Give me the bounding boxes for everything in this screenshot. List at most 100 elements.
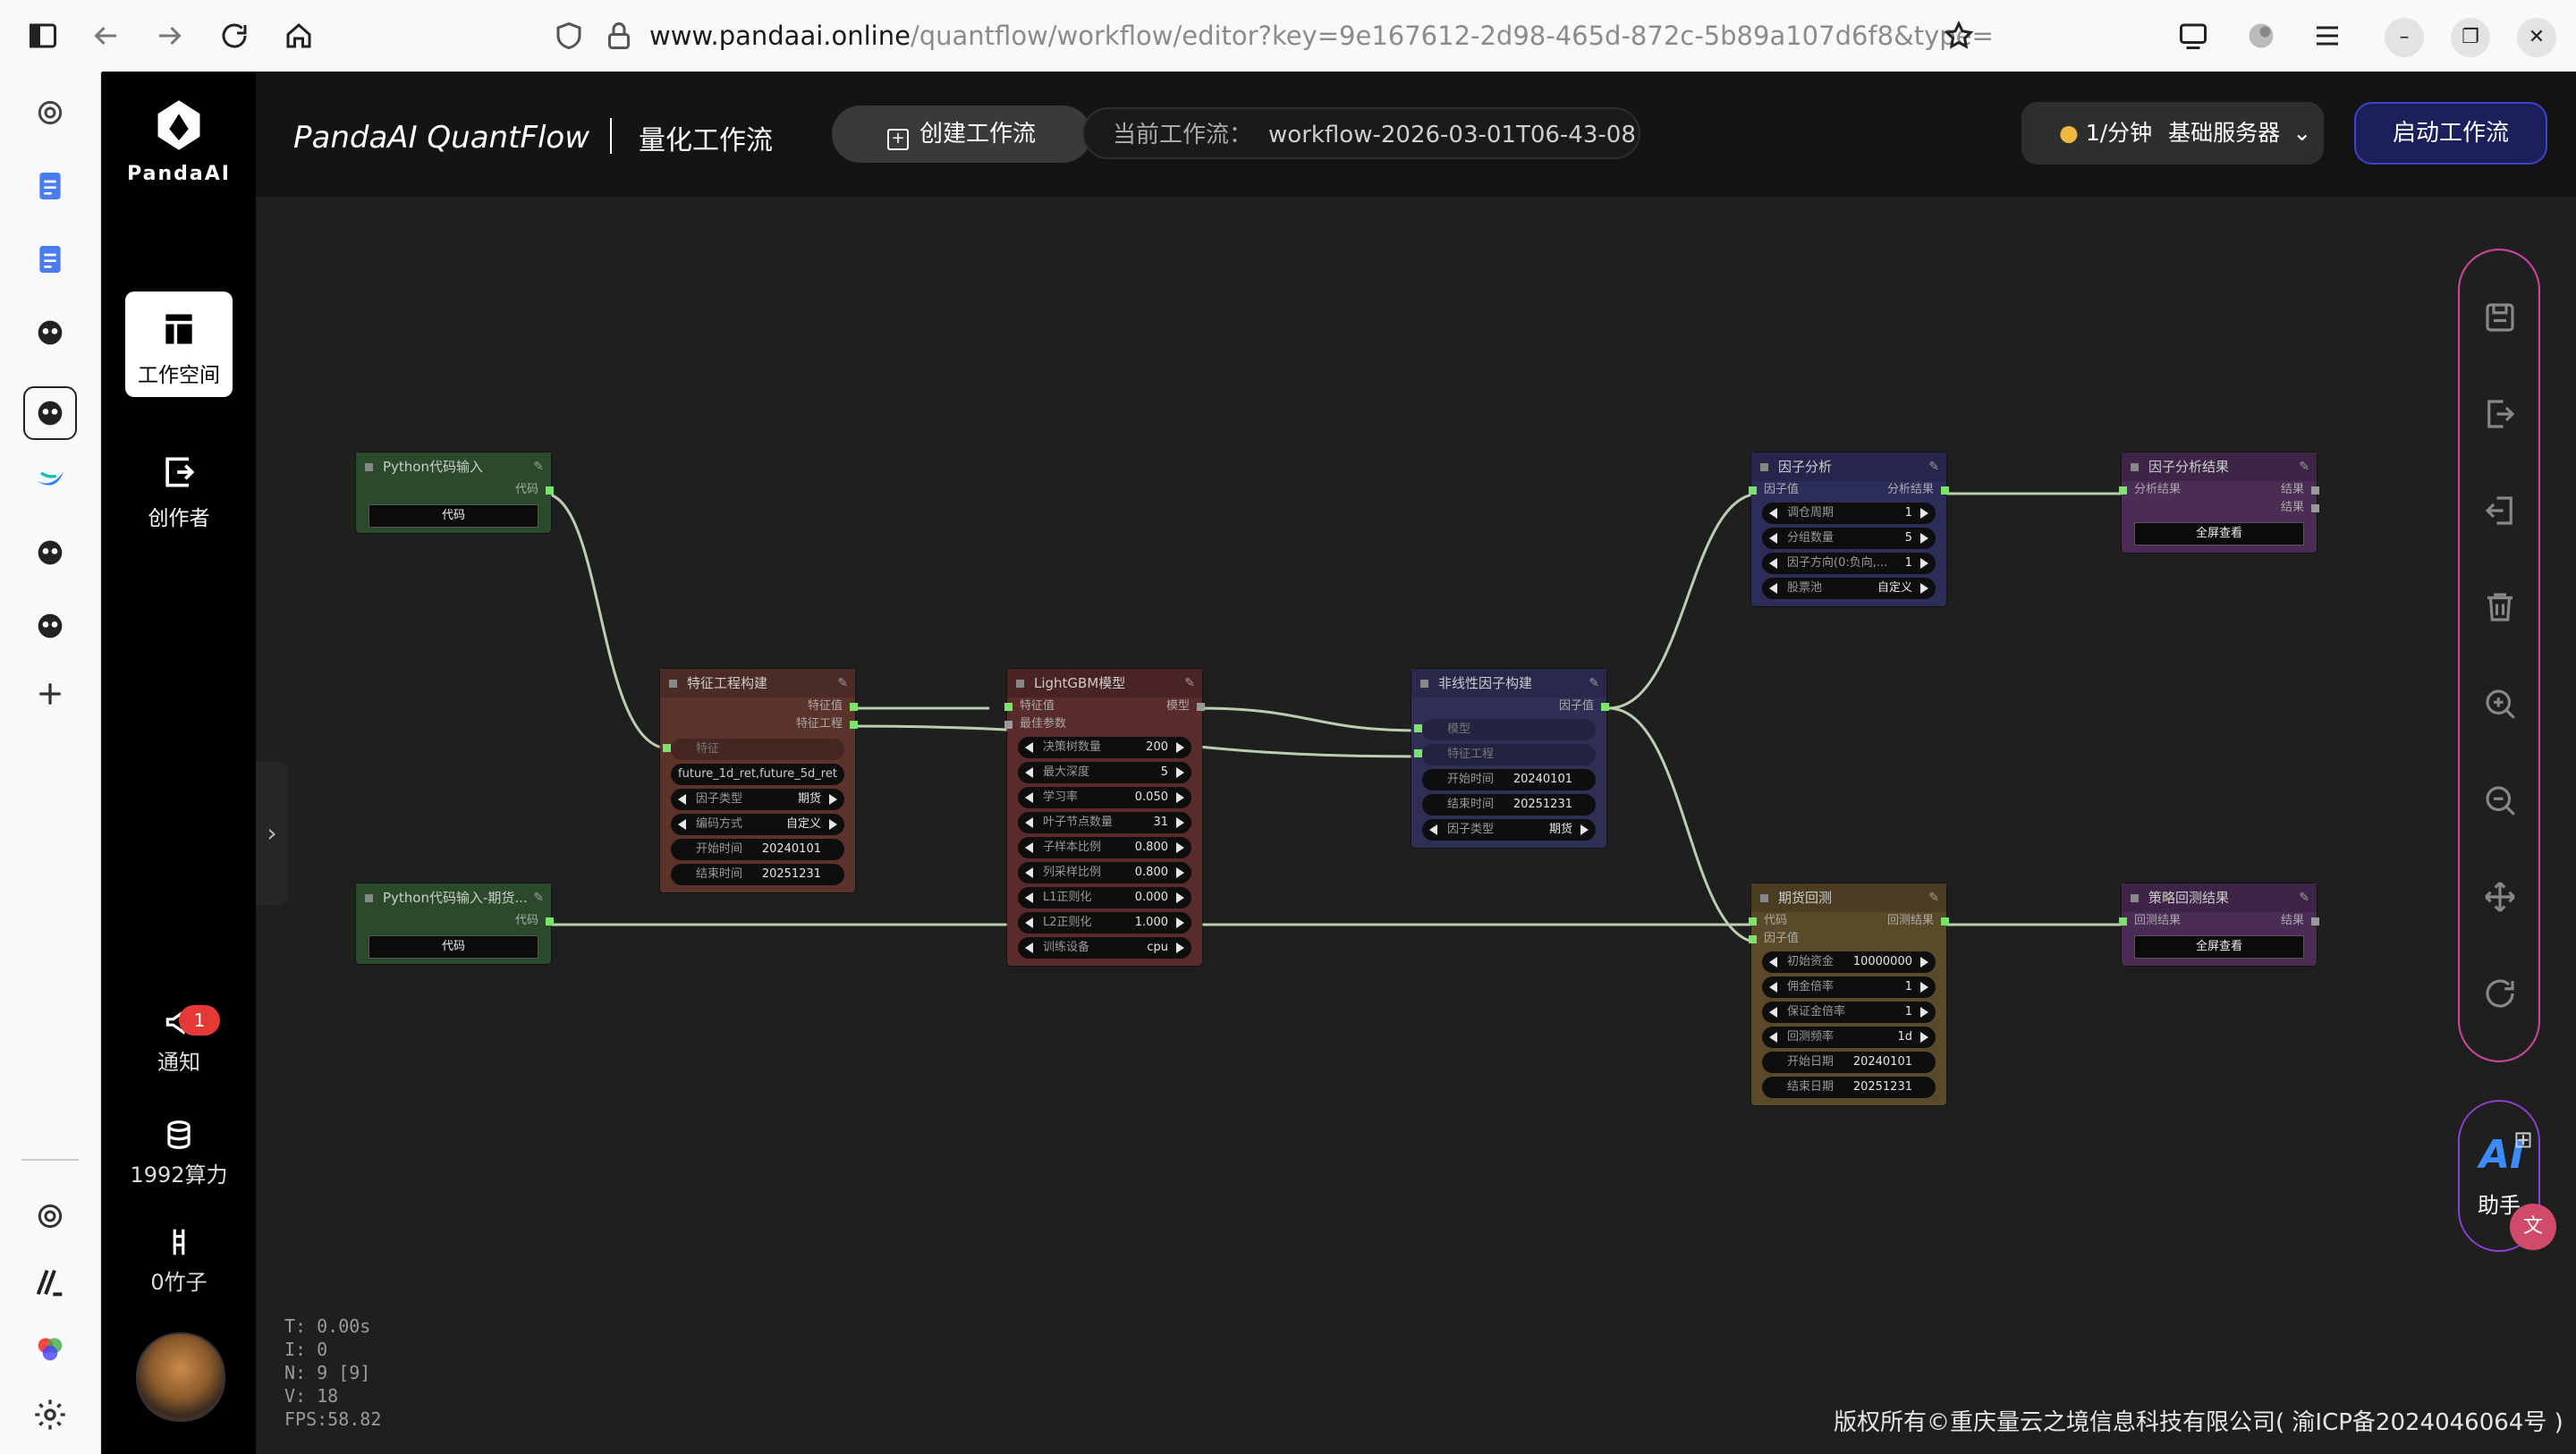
decrement-arrow-icon[interactable] — [1769, 957, 1777, 968]
output-dot[interactable] — [1197, 703, 1205, 711]
input-dot[interactable] — [1004, 721, 1013, 729]
openai-icon[interactable] — [32, 95, 68, 131]
nav-workspace[interactable]: 工作空间 — [125, 292, 233, 397]
node-python-input-futures[interactable]: Python代码输入-期货...✎ 代码 代码 — [356, 883, 554, 964]
param-widget[interactable]: 因子类型期货 — [1422, 819, 1596, 841]
model-input-widget[interactable]: 模型 — [1414, 719, 1596, 740]
fullscreen-view-button[interactable]: 全屏查看 — [2134, 522, 2304, 545]
code-button[interactable]: 代码 — [369, 504, 538, 528]
param-widget[interactable]: 因子类型期货 — [671, 789, 844, 810]
edit-icon[interactable]: ✎ — [1184, 676, 1195, 690]
decrement-arrow-icon[interactable] — [1769, 558, 1777, 569]
nav-notify[interactable]: 通知 — [102, 1005, 256, 1076]
increment-arrow-icon[interactable] — [1920, 533, 1928, 544]
param-widget[interactable]: 股票池自定义 — [1762, 578, 1936, 599]
input-dot[interactable] — [1749, 917, 1757, 926]
forward-icon[interactable] — [154, 20, 186, 52]
increment-arrow-icon[interactable] — [1176, 817, 1184, 828]
close-window-button[interactable]: ✕ — [2517, 18, 2556, 57]
decrement-arrow-icon[interactable] — [1025, 817, 1033, 828]
docs-icon[interactable] — [32, 241, 68, 277]
input-dot[interactable] — [1749, 935, 1757, 943]
decrement-arrow-icon[interactable] — [1025, 892, 1033, 903]
decrement-arrow-icon[interactable] — [1025, 742, 1033, 753]
decrement-arrow-icon[interactable] — [1025, 867, 1033, 878]
translate-icon[interactable]: 文 — [2510, 1204, 2556, 1250]
decrement-arrow-icon[interactable] — [678, 819, 686, 830]
create-workflow-button[interactable]: +创建工作流 — [832, 106, 1091, 163]
node-feature-engineering[interactable]: 特征工程构建✎ 特征值 特征工程 特征 future_1d_ret,future… — [660, 669, 858, 892]
grid-plus-icon[interactable]: ⊞ — [2513, 1127, 2533, 1154]
reader-view-icon[interactable] — [2177, 20, 2209, 52]
server-select[interactable]: ●1/分钟基础服务器⌄ — [2021, 102, 2324, 165]
output-dot[interactable] — [1941, 486, 1949, 495]
ai-assistant-button[interactable]: AI ⊞ 助手 — [2458, 1100, 2540, 1252]
panda-icon[interactable] — [32, 608, 68, 644]
home-icon[interactable] — [283, 20, 315, 52]
extension-icon[interactable] — [2245, 20, 2277, 52]
export-icon[interactable] — [2481, 395, 2519, 433]
url-bar[interactable]: www.pandaai.online/quantflow/workflow/ed… — [649, 14, 1994, 57]
increment-arrow-icon[interactable] — [829, 794, 837, 805]
increment-arrow-icon[interactable] — [1920, 508, 1928, 519]
output-dot[interactable] — [2311, 486, 2319, 495]
param-widget[interactable]: 编码方式自定义 — [671, 814, 844, 835]
param-widget[interactable]: 因子方向(0:负向,...1 — [1762, 553, 1936, 574]
increment-arrow-icon[interactable] — [1920, 982, 1928, 993]
input-dot[interactable] — [663, 744, 671, 752]
increment-arrow-icon[interactable] — [1176, 867, 1184, 878]
decrement-arrow-icon[interactable] — [1769, 982, 1777, 993]
nav-creator[interactable]: 创作者 — [125, 435, 233, 540]
edit-icon[interactable]: ✎ — [2299, 891, 2309, 905]
edit-icon[interactable]: ✎ — [2299, 460, 2309, 474]
feature-input-widget[interactable]: 特征 — [663, 739, 844, 760]
decrement-arrow-icon[interactable] — [1025, 943, 1033, 953]
panda-icon[interactable] — [23, 386, 77, 440]
decrement-arrow-icon[interactable] — [1025, 917, 1033, 928]
workflow-canvas[interactable]: Python代码输入✎ 代码 代码 Python代码输入-期货...✎ 代码 代… — [256, 197, 2576, 1454]
increment-arrow-icon[interactable] — [1176, 742, 1184, 753]
start-workflow-button[interactable]: 启动工作流 — [2354, 102, 2547, 165]
zoom-out-icon[interactable] — [2481, 782, 2519, 819]
panda-icon[interactable] — [32, 535, 68, 571]
input-dot[interactable] — [1414, 724, 1422, 732]
increment-arrow-icon[interactable] — [1920, 957, 1928, 968]
logo-icon[interactable] — [32, 1264, 68, 1300]
increment-arrow-icon[interactable] — [1176, 842, 1184, 853]
output-dot[interactable] — [1941, 917, 1949, 926]
increment-arrow-icon[interactable] — [1176, 943, 1184, 953]
input-dot[interactable] — [1749, 486, 1757, 495]
edit-icon[interactable]: ✎ — [837, 676, 848, 690]
edit-icon[interactable]: ✎ — [1928, 891, 1939, 905]
increment-arrow-icon[interactable] — [1580, 824, 1589, 835]
decrement-arrow-icon[interactable] — [1769, 583, 1777, 594]
increment-arrow-icon[interactable] — [1176, 917, 1184, 928]
node-strategy-backtest-result[interactable]: 策略回测结果✎ 回测结果结果 全屏查看 — [2119, 883, 2319, 966]
output-dot[interactable] — [850, 721, 858, 729]
increment-arrow-icon[interactable] — [1176, 892, 1184, 903]
refresh-icon[interactable] — [2481, 975, 2519, 1012]
restore-button[interactable]: ❐ — [2451, 18, 2490, 57]
feature-input-widget[interactable]: 特征工程 — [1414, 744, 1596, 765]
input-dot[interactable] — [1414, 749, 1422, 757]
move-icon[interactable] — [2481, 878, 2519, 916]
panda-icon[interactable] — [32, 315, 68, 351]
import-icon[interactable] — [2481, 492, 2519, 529]
